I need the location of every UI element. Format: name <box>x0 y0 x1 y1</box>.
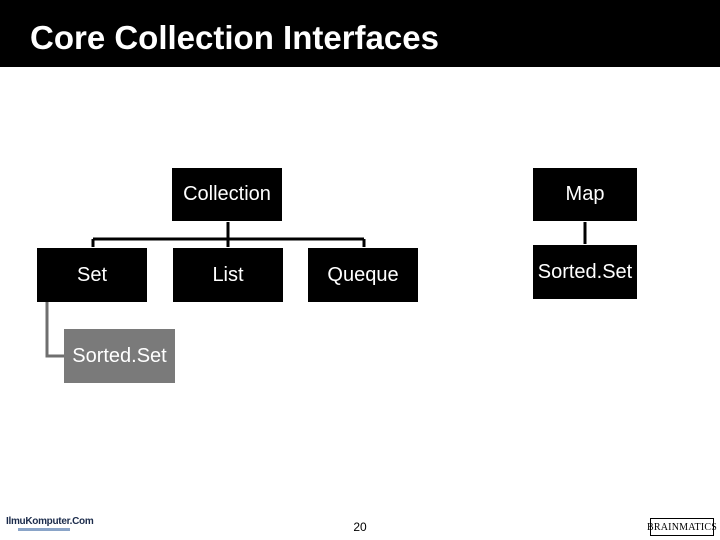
ilmukomputer-logo: IlmuKomputer.Com <box>6 516 94 536</box>
connector-set-sortedset <box>45 302 70 358</box>
node-collection: Collection <box>172 168 282 221</box>
slide-title: Core Collection Interfaces <box>30 19 439 56</box>
ilmukomputer-logo-text: IlmuKomputer.Com <box>6 516 94 527</box>
title-bar: Core Collection Interfaces <box>0 0 720 67</box>
ilmukomputer-logo-tagline <box>18 528 70 531</box>
node-map: Map <box>533 168 637 221</box>
node-sorted-set-map: Sorted.Set <box>533 245 637 299</box>
brainmatics-logo: BRAINMATICS <box>647 518 717 536</box>
node-sorted-set-set: Sorted.Set <box>64 329 175 383</box>
connector-collection-children <box>91 222 366 247</box>
node-set: Set <box>37 248 147 302</box>
node-list: List <box>173 248 283 302</box>
node-queue: Queque <box>308 248 418 302</box>
page-number: 20 <box>353 520 367 534</box>
